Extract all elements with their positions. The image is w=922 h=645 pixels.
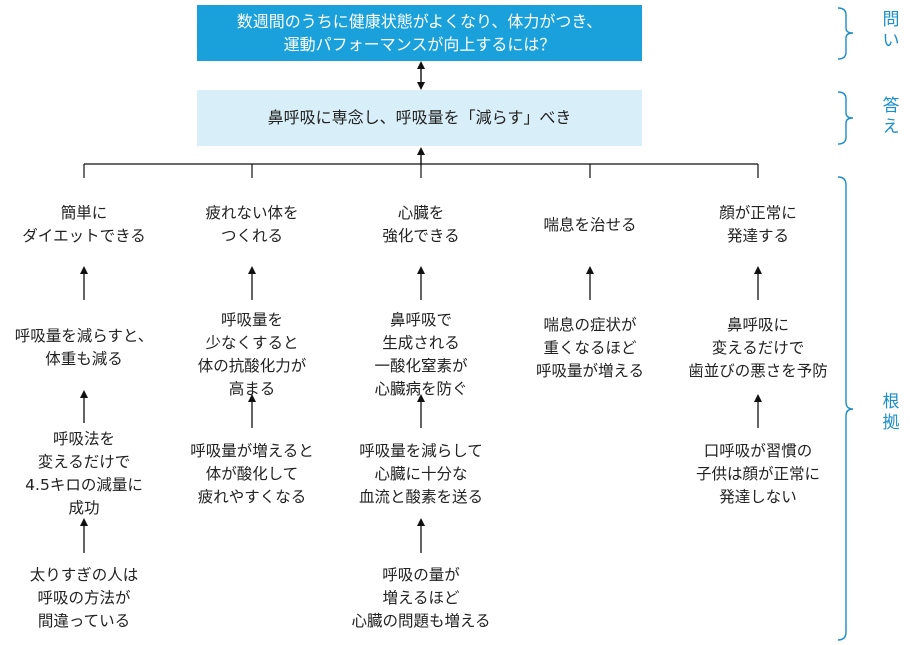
bracket-question <box>837 7 854 60</box>
benefit-fatigue: 疲れない体を つくれる <box>205 204 299 245</box>
reason-heart-2: 呼吸量を減らして 心臓に十分な 血流と酸素を送る <box>358 442 483 506</box>
bracket-reasons <box>837 176 854 641</box>
benefit-diet: 簡単に ダイエットできる <box>22 204 146 245</box>
reason-diet-1: 呼吸量を減らすと、 体重も減る <box>14 327 154 368</box>
bracket-answer <box>837 91 854 145</box>
reason-face-1: 鼻呼吸に 変えるだけで 歯並びの悪さを予防 <box>688 316 828 380</box>
reason-fatigue-2: 呼吸量が増えると 体が酸化して 疲れやすくなる <box>190 442 314 506</box>
reason-fatigue-1: 呼吸量を 少なくすると 体の抗酸化力が 高まる <box>197 311 307 398</box>
question-box: 数週間のうちに健康状態がよくなり、体力がつき、 運動パフォーマンスが向上するには… <box>197 5 642 61</box>
benefit-asthma: 喘息を治せる <box>543 216 637 234</box>
answer-box: 鼻呼吸に専念し、呼吸量を「減らす」べき <box>197 90 642 146</box>
benefit-heart: 心臓を 強化できる <box>382 204 460 245</box>
side-label-reasons: 根 拠 <box>882 392 900 433</box>
reason-heart-3: 呼吸の量が 増えるほど 心臓の問題も増える <box>351 566 491 630</box>
side-label-answer: 答 え <box>882 96 900 137</box>
benefit-face: 顔が正常に 発達する <box>719 204 797 245</box>
reason-face-2: 口呼吸が習慣の 子供は顔が正常に 発達しない <box>695 442 820 506</box>
reason-diet-2: 呼吸法を 変えるだけで 4.5キロの減量に 成功 <box>25 430 143 517</box>
question-text: 数週間のうちに健康状態がよくなり、体力がつき、 運動パフォーマンスが向上するには… <box>236 12 603 54</box>
side-label-question: 問 い <box>882 10 900 51</box>
reason-heart-1: 鼻呼吸で 生成される 一酸化窒素が 心臓病を防ぐ <box>374 311 468 398</box>
reason-asthma-1: 喘息の症状が 重くなるほど 呼吸量が増える <box>535 316 645 380</box>
answer-text: 鼻呼吸に専念し、呼吸量を「減らす」べき <box>267 108 572 127</box>
reason-diet-3: 太りすぎの人は 呼吸の方法が 間違っている <box>29 566 139 630</box>
